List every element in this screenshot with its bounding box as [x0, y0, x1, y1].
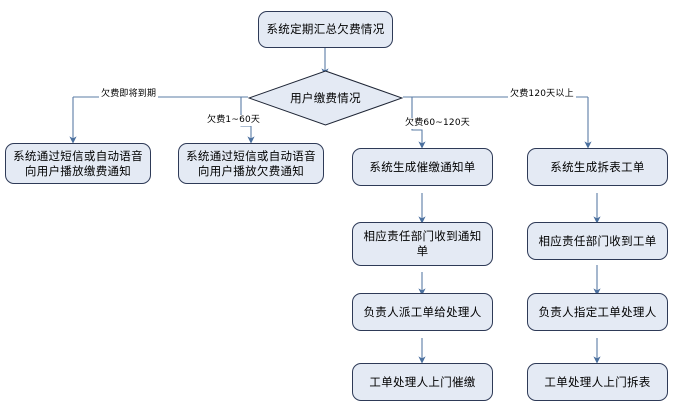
node-start-label: 系统定期汇总欠费情况 [266, 22, 385, 36]
node-c1-s1-label: 系统通过短信或自动语音向用户播放缴费通知 [13, 148, 143, 178]
node-c3-s4-label: 工单处理人上门催缴 [369, 374, 476, 389]
node-c4-s1[interactable]: 系统生成拆表工单 [527, 148, 668, 186]
node-c3-s2-label: 相应责任部门收到通知单 [363, 229, 482, 258]
node-decision-label: 用户缴费情况 [290, 91, 361, 105]
node-c4-s2-label: 相应责任部门收到工单 [538, 233, 657, 248]
edge-label-branch3: 欠费60~120天 [403, 118, 472, 129]
node-start[interactable]: 系统定期汇总欠费情况 [258, 11, 393, 48]
node-c3-s4[interactable]: 工单处理人上门催缴 [352, 363, 493, 401]
wire-branch2-drop [240, 97, 255, 144]
node-c4-s4-label: 工单处理人上门拆表 [544, 374, 651, 389]
node-c4-s4[interactable]: 工单处理人上门拆表 [527, 363, 668, 401]
node-c4-s3[interactable]: 负责人指定工单处理人 [527, 293, 668, 331]
edge-label-branch1: 欠费即将到期 [99, 89, 159, 100]
diamond-shape [248, 70, 403, 126]
node-decision[interactable]: 用户缴费情况 [248, 70, 403, 126]
node-c2-s1[interactable]: 系统通过短信或自动语音向用户播放欠费通知 [178, 143, 324, 184]
node-c4-s2[interactable]: 相应责任部门收到工单 [527, 222, 668, 260]
node-c3-s3[interactable]: 负责人派工单给处理人 [352, 293, 493, 331]
node-c3-s2[interactable]: 相应责任部门收到通知单 [352, 222, 493, 266]
edge-label-branch2: 欠费1~60天 [205, 115, 263, 126]
node-c1-s1[interactable]: 系统通过短信或自动语音向用户播放缴费通知 [5, 143, 151, 184]
node-c4-s3-label: 负责人指定工单处理人 [538, 304, 657, 319]
node-c3-s1-label: 系统生成催缴通知单 [369, 159, 476, 174]
wire-branch3-drop [411, 97, 426, 149]
node-c3-s1[interactable]: 系统生成催缴通知单 [352, 148, 493, 186]
node-c2-s1-label: 系统通过短信或自动语音向用户播放欠费通知 [186, 148, 316, 178]
node-c4-s1-label: 系统生成拆表工单 [550, 159, 645, 174]
edge-label-branch4: 欠费120天以上 [508, 89, 576, 100]
node-c3-s3-label: 负责人派工单给处理人 [363, 304, 482, 319]
